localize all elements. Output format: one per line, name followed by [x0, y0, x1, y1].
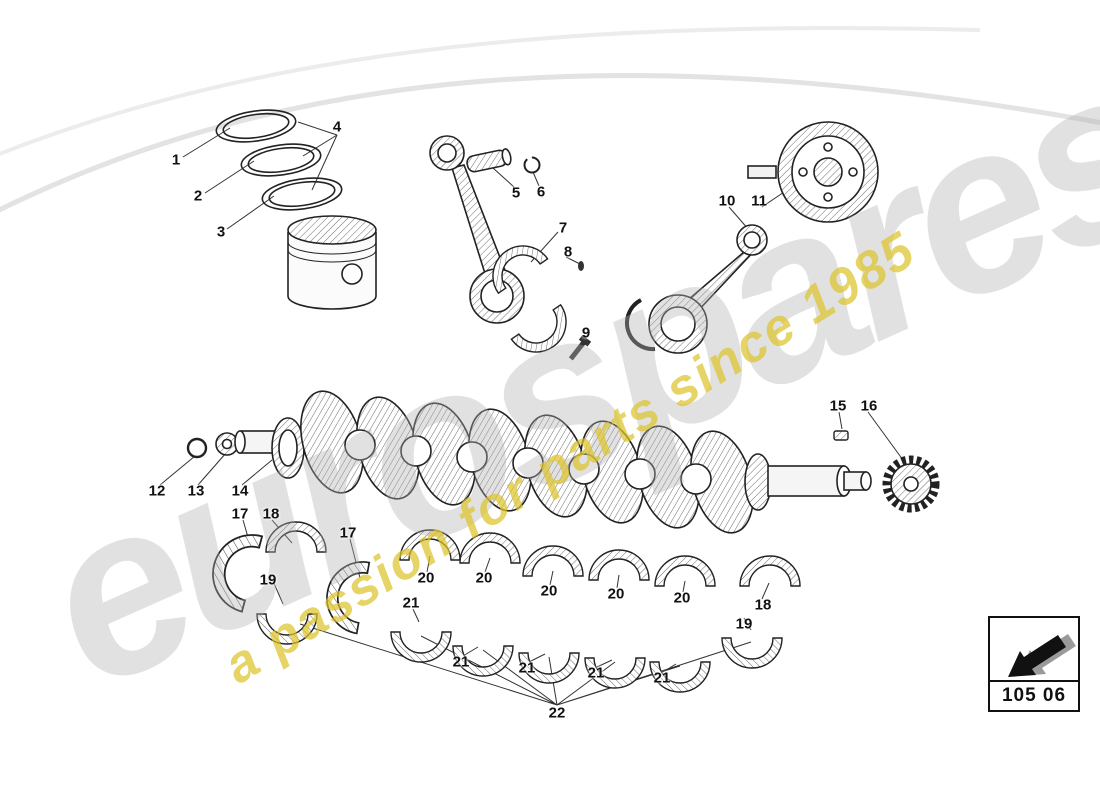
- callout-2: 2: [193, 187, 203, 205]
- callout-19: 19: [259, 571, 277, 589]
- crankshaft: [234, 390, 872, 534]
- callout-9: 9: [581, 324, 591, 342]
- woodruff-key: [833, 430, 849, 441]
- callout-6: 6: [536, 183, 546, 201]
- rod-bolt: [568, 335, 592, 361]
- callout-4: 4: [332, 118, 342, 136]
- connecting-rod-b: [624, 224, 768, 354]
- callout-22: 22: [548, 704, 566, 722]
- callout-20: 20: [417, 569, 435, 587]
- callout-8: 8: [563, 243, 573, 261]
- dowel: [578, 261, 584, 271]
- callout-15: 15: [829, 397, 847, 415]
- timing-gear: [882, 455, 940, 513]
- piston: [287, 215, 377, 310]
- callout-14: 14: [231, 482, 249, 500]
- callout-3: 3: [216, 223, 226, 241]
- callout-12: 12: [148, 482, 166, 500]
- callout-19: 19: [735, 615, 753, 633]
- callout-1: 1: [171, 151, 181, 169]
- washer: [215, 432, 239, 456]
- callout-13: 13: [187, 482, 205, 500]
- callout-17: 17: [231, 505, 249, 523]
- callout-21: 21: [518, 659, 536, 677]
- callout-17: 17: [339, 524, 357, 542]
- o-ring: [186, 437, 208, 459]
- callout-5: 5: [511, 184, 521, 202]
- callout-21: 21: [402, 594, 420, 612]
- callout-10: 10: [718, 192, 736, 210]
- swoosh-arcs: [0, 26, 1100, 213]
- callout-20: 20: [540, 582, 558, 600]
- callout-21: 21: [587, 664, 605, 682]
- callout-18: 18: [262, 505, 280, 523]
- callout-21: 21: [653, 669, 671, 687]
- vibration-damper: [747, 121, 879, 223]
- callout-7: 7: [558, 219, 568, 237]
- connecting-rod-a: [429, 135, 525, 324]
- callout-20: 20: [673, 589, 691, 607]
- corner-arrow-icon: [990, 618, 1078, 682]
- callout-16: 16: [860, 397, 878, 415]
- callout-21: 21: [452, 653, 470, 671]
- callout-20: 20: [607, 585, 625, 603]
- part-number: 105 06: [1001, 685, 1067, 706]
- piston-rings: [215, 109, 343, 211]
- callout-18: 18: [754, 596, 772, 614]
- piston-pin: [466, 148, 541, 174]
- callout-11: 11: [751, 192, 767, 210]
- part-number-badge[interactable]: 105 06: [988, 616, 1080, 712]
- callout-20: 20: [475, 569, 493, 587]
